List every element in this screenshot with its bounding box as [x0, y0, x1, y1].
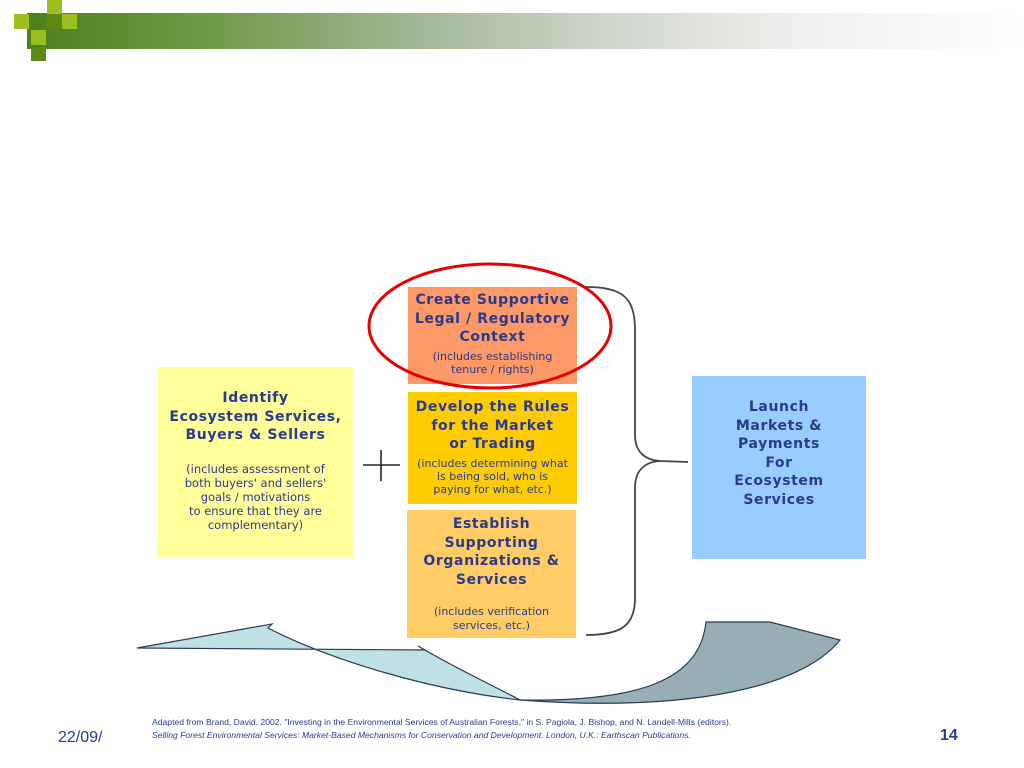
- return-arrow-left: [136, 623, 521, 701]
- rules-title: Develop the Rules for the Market or Trad…: [415, 399, 570, 452]
- rules-subtitle: (includes determining what is being sold…: [417, 456, 568, 496]
- header-square: [31, 30, 46, 45]
- header-square: [31, 47, 46, 61]
- market-rules-box: Develop the Rules for the Market or Trad…: [408, 392, 577, 504]
- identify-title: Identify Ecosystem Services, Buyers & Se…: [169, 390, 342, 443]
- orgs-title: Establish Supporting Organizations & Ser…: [423, 516, 560, 588]
- page-number: 14: [940, 727, 958, 744]
- source-citation: Adapted from Brand, David. 2002. "Invest…: [152, 716, 912, 742]
- header-square: [62, 14, 77, 29]
- header-square: [47, 0, 62, 15]
- header-square: [47, 14, 62, 29]
- launch-title: Launch Markets & Payments For Ecosystem …: [734, 399, 824, 508]
- return-arrow-right: [519, 621, 842, 704]
- organizations-box: Establish Supporting Organizations & Ser…: [407, 510, 576, 638]
- header-square: [14, 14, 29, 29]
- identify-box: Identify Ecosystem Services, Buyers & Se…: [158, 367, 353, 558]
- curly-brace: [585, 286, 689, 636]
- slide-date: 22/09/: [58, 729, 103, 746]
- legal-context-box: Create Supportive Legal / Regulatory Con…: [408, 287, 577, 384]
- source-line-2: Selling Forest Environmental Services: M…: [152, 730, 691, 740]
- legal-title: Create Supportive Legal / Regulatory Con…: [414, 292, 571, 345]
- orgs-subtitle: (includes verification services, etc.): [433, 605, 550, 632]
- launch-markets-box: Launch Markets & Payments For Ecosystem …: [692, 376, 866, 559]
- identify-subtitle: (includes assessment of both buyers' and…: [184, 461, 327, 532]
- legal-subtitle: (includes establishing tenure / rights): [432, 349, 553, 377]
- source-line-1: Adapted from Brand, David. 2002. "Invest…: [152, 717, 732, 727]
- header-gradient-bar: [27, 13, 1024, 49]
